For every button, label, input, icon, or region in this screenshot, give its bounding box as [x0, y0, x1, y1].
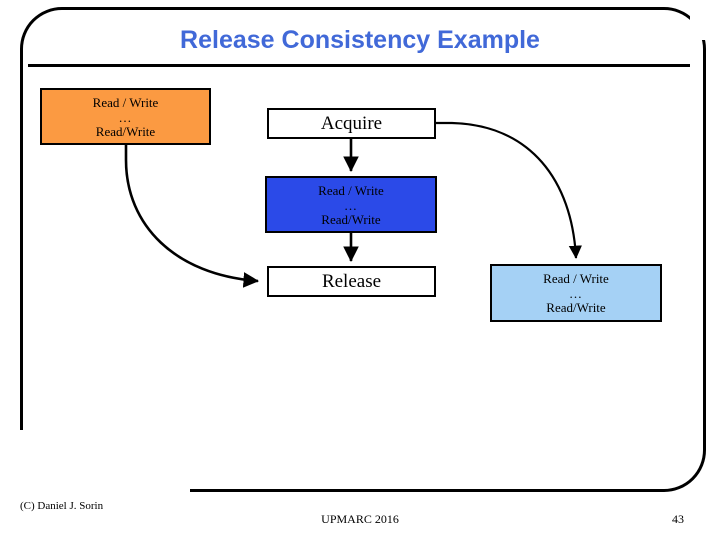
read-write-line-1: Read / Write [92, 94, 159, 110]
read-write-block-orange[interactable]: Read / Write … Read/Write [40, 88, 211, 145]
read-write-line-3: Read/Write [95, 123, 156, 139]
read-write-line-3: Read/Write [321, 211, 381, 227]
read-write-ellipsis: … [344, 197, 358, 213]
read-write-ellipsis: … [569, 286, 583, 301]
footer-page-number: 43 [672, 512, 684, 526]
footer-copyright: (C) Daniel J. Sorin [20, 500, 104, 512]
slide-frame-border [20, 7, 706, 492]
read-write-block-lightblue[interactable]: Read / Write … Read/Write [490, 264, 662, 322]
frame-mask-top-right [690, 0, 720, 40]
acquire-block[interactable]: Acquire [267, 108, 436, 139]
read-write-ellipsis: … [118, 109, 133, 125]
read-write-line-1: Read / Write [543, 271, 609, 286]
footer-center-label: UPMARC 2016 [321, 512, 399, 526]
release-label: Release [321, 270, 382, 292]
acquire-label: Acquire [320, 112, 383, 134]
title-divider [28, 64, 690, 67]
page-title: Release Consistency Example [180, 26, 540, 54]
frame-mask-bottom-left [0, 430, 190, 510]
read-write-line-1: Read / Write [318, 182, 384, 198]
read-write-line-3: Read/Write [546, 300, 606, 315]
release-block[interactable]: Release [267, 266, 436, 297]
read-write-block-blue[interactable]: Read / Write … Read/Write [265, 176, 437, 233]
